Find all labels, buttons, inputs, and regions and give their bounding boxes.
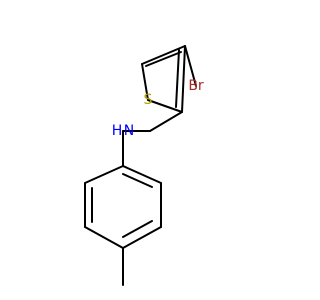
bond-c4-c5 <box>141 45 186 65</box>
atom-labels: Br S H N <box>112 78 204 139</box>
bond-benzene-1 <box>122 165 162 184</box>
bond-benzene-3 <box>122 226 162 249</box>
bromine-label: Br <box>188 78 204 94</box>
bond-lines <box>84 45 197 286</box>
amine-label: H N <box>112 123 134 139</box>
bond-benzene-4 <box>84 226 124 249</box>
bond-c5-s <box>141 63 149 101</box>
sulfur-label: S <box>144 92 153 108</box>
bond-br-c4 <box>184 45 197 87</box>
structure-canvas: Br S H N <box>84 45 204 286</box>
bond-benzene-inner-2 <box>122 220 153 238</box>
bond-c4-c5-double <box>145 51 182 67</box>
molecule-structure: Br S H N <box>84 45 204 286</box>
bond-c2-c3 <box>181 45 186 113</box>
bond-s-c2 <box>147 99 183 113</box>
bond-benzene-inner-1 <box>122 173 153 188</box>
bond-c2-ch2 <box>149 111 183 132</box>
bond-benzene-6 <box>84 165 124 184</box>
bond-c2-c3-double <box>175 49 180 108</box>
